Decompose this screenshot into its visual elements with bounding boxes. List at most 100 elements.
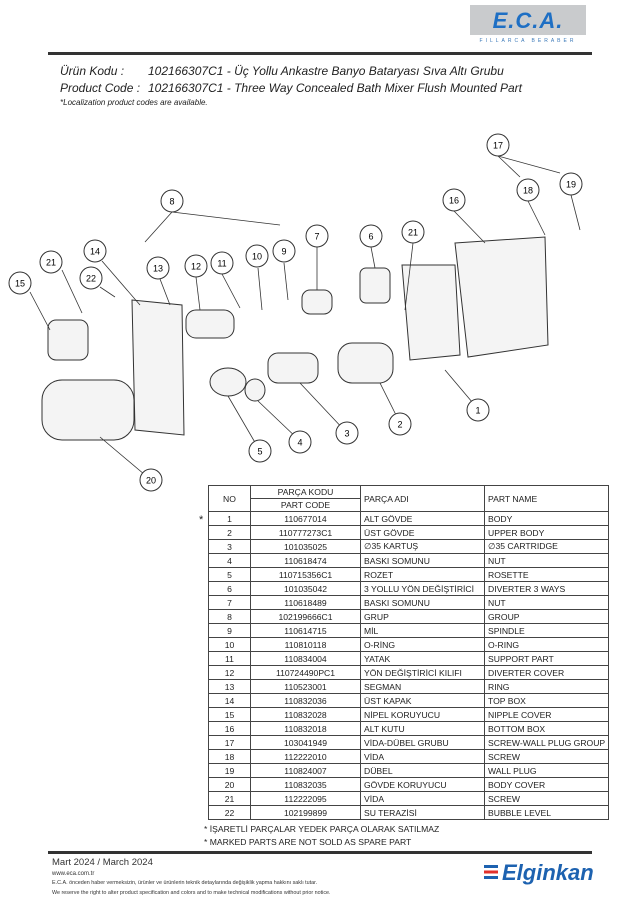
row-name-tr: GÖVDE KORUYUCU	[360, 777, 485, 792]
row-no: 16	[208, 721, 251, 736]
callout-20: 20	[139, 468, 163, 492]
row-name-en: SUPPORT PART	[483, 651, 610, 666]
callout-label: 10	[252, 252, 262, 262]
row-name-en: TOP BOX	[483, 693, 610, 708]
callout-17: 17	[486, 133, 510, 157]
callout-label: 15	[15, 279, 25, 289]
callout-11: 11	[210, 251, 234, 275]
callout-label: 4	[297, 438, 302, 448]
row-code: 110832028	[250, 707, 361, 722]
row-name-tr: YATAK	[360, 651, 485, 666]
row-name-tr: VİDA	[360, 749, 485, 764]
callout-circle	[79, 266, 103, 290]
callout-21: 21	[401, 220, 425, 244]
row-code: 110724490PC1	[250, 665, 361, 680]
label: Product Code :	[60, 81, 141, 95]
row-name-tr: DÜBEL	[360, 763, 485, 778]
row-no: 8	[208, 609, 251, 624]
row-name-tr: O-RİNG	[360, 637, 485, 652]
row-name-tr: NİPEL KORUYUCU	[360, 707, 485, 722]
callout-circle	[359, 224, 383, 248]
row-code: 110614715	[250, 623, 361, 638]
callout-circle	[184, 254, 208, 278]
callout-19: 19	[559, 172, 583, 196]
localization-note: *Localization product codes are availabl…	[60, 98, 208, 107]
row-name-tr: ÜST KAPAK	[360, 693, 485, 708]
note-tr: * İŞARETLİ PARÇALAR YEDEK PARÇA OLARAK S…	[204, 824, 440, 834]
value: 102166307C1 - Üç Yollu Ankastre Banyo Ba…	[148, 64, 504, 78]
row-name-tr: ROZET	[360, 567, 485, 582]
product-code-tr: Ürün Kodu :102166307C1 - Üç Yollu Ankast…	[60, 64, 504, 78]
footer-url[interactable]: www.eca.com.tr	[52, 871, 95, 877]
footer-date: Mart 2024 / March 2024	[52, 857, 153, 868]
row-no: 13	[208, 679, 251, 694]
eca-logo: E.C.A.	[470, 5, 586, 35]
row-name-en: SPINDLE	[483, 623, 610, 638]
callout-circle	[335, 421, 359, 445]
callout-label: 17	[493, 141, 503, 151]
part-rosette	[209, 367, 247, 397]
callout-label: 20	[146, 476, 156, 486]
part-body	[401, 264, 461, 361]
part-top-box	[131, 299, 185, 436]
callout-circle	[83, 239, 107, 263]
callout-16: 16	[442, 188, 466, 212]
product-code-en: Product Code :102166307C1 - Three Way Co…	[60, 81, 522, 95]
row-name-en: NUT	[483, 595, 610, 610]
row-code: 110832035	[250, 777, 361, 792]
callout-label: 3	[344, 429, 349, 439]
callout-6: 6	[359, 224, 383, 248]
row-name-tr: ÜST GÖVDE	[360, 525, 485, 540]
col-no: NO	[208, 485, 251, 512]
row-name-en: BODY	[483, 511, 610, 526]
row-code: 110523001	[250, 679, 361, 694]
part-cartridge	[267, 352, 319, 384]
callout-5: 5	[248, 439, 272, 463]
callout-circle	[486, 133, 510, 157]
row-code: 101035025	[250, 539, 361, 554]
callout-10: 10	[245, 244, 269, 268]
row-no: 22	[208, 805, 251, 820]
callout-21: 21	[39, 250, 63, 274]
col-name-en: PART NAME	[483, 485, 610, 512]
callout-label: 11	[217, 259, 226, 269]
row-name-en: SCREW-WALL PLUG GROUP	[483, 735, 610, 750]
footer-disclaimer-en: We reserve the right to alter product sp…	[52, 890, 331, 896]
row-no: 5	[208, 567, 251, 582]
row-name-en: BODY COVER	[483, 777, 610, 792]
elginkan-logo: Elginkan	[484, 860, 594, 886]
logo-text: E.C.A.	[492, 8, 564, 33]
row-name-en: WALL PLUG	[483, 763, 610, 778]
callout-circle	[401, 220, 425, 244]
row-name-en: RING	[483, 679, 610, 694]
row-name-en: O-RING	[483, 637, 610, 652]
row-no: 1	[208, 511, 251, 526]
row-no: 9	[208, 623, 251, 638]
row-no: 17	[208, 735, 251, 750]
row-code: 112222095	[250, 791, 361, 806]
callout-label: 1	[475, 406, 480, 416]
header-divider	[48, 52, 592, 55]
spare-part-marker: *	[199, 514, 204, 526]
row-name-en: UPPER BODY	[483, 525, 610, 540]
callout-circle	[559, 172, 583, 196]
row-code: 110677014	[250, 511, 361, 526]
row-no: 21	[208, 791, 251, 806]
callout-14: 14	[83, 239, 107, 263]
row-code: 110618489	[250, 595, 361, 610]
callout-label: 2	[397, 420, 402, 430]
callout-circle	[466, 398, 490, 422]
row-code: 110824007	[250, 763, 361, 778]
row-name-tr: ALT KUTU	[360, 721, 485, 736]
row-no: 18	[208, 749, 251, 764]
callout-circle	[8, 271, 32, 295]
callout-circle	[305, 224, 329, 248]
row-no: 19	[208, 763, 251, 778]
callout-label: 22	[86, 274, 96, 284]
